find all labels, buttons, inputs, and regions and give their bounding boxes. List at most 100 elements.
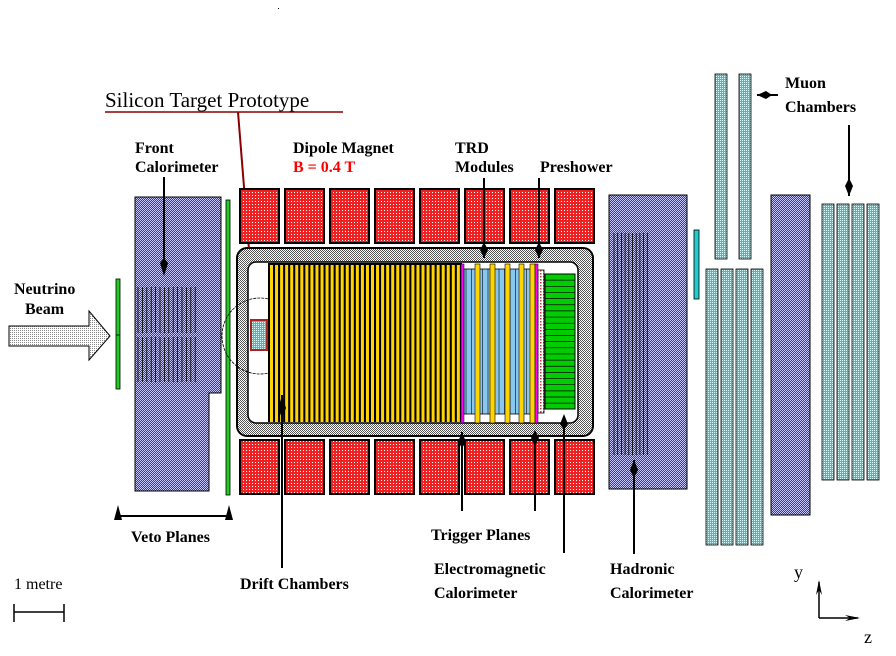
drift-chamber-plane	[330, 265, 334, 422]
drift-chamber-plane	[325, 265, 329, 422]
magnet-coil-top	[554, 188, 595, 244]
trd-modules	[465, 263, 536, 424]
drift-chamber-plane	[295, 265, 299, 422]
muon-chambers-rear	[821, 203, 880, 481]
drift-chamber-plane	[365, 265, 369, 422]
drift-chamber-plane	[406, 265, 410, 422]
drift-chamber-plane	[416, 265, 420, 422]
hadronic-calorimeter-wires	[613, 233, 648, 455]
drift-chamber-plane	[285, 265, 289, 422]
front-calorimeter-wires	[137, 287, 196, 382]
muon-iron-absorber	[770, 194, 811, 516]
trigger-plane-1	[460, 263, 465, 424]
muon-chamber-lower	[750, 268, 764, 546]
drift-chamber-plane	[275, 265, 279, 422]
label-dipole-magnet: Dipole Magnet	[293, 140, 395, 157]
drift-chamber-plane	[310, 265, 314, 422]
trd-radiator-plane	[474, 263, 481, 424]
trd-radiator-plane	[529, 263, 536, 424]
label-scale: 1 metre	[14, 576, 62, 593]
label-em-line2: Calorimeter	[434, 585, 518, 602]
magnet-coil-top	[374, 188, 415, 244]
label-front-calorimeter-line2: Calorimeter	[135, 159, 219, 176]
drift-chamber-plane	[451, 265, 455, 422]
muon-chambers-lower	[705, 268, 764, 546]
axis-y-arrowhead	[816, 580, 822, 595]
drift-chamber-plane	[456, 265, 460, 422]
drift-chamber-plane	[300, 265, 304, 422]
drift-chamber-plane	[355, 265, 359, 422]
muon-chamber-upper-1	[714, 73, 728, 260]
drift-chamber-plane	[391, 265, 395, 422]
coordinate-axes: y z	[794, 562, 872, 647]
magnet-coil-bottom	[329, 439, 370, 495]
magnet-coil-top	[329, 188, 370, 244]
muon-chamber-rear	[821, 203, 835, 481]
magnet-coil-top	[239, 188, 280, 244]
drift-chamber-plane	[376, 265, 380, 422]
label-front-calorimeter-line1: Front	[135, 140, 174, 157]
hadronic-calorimeter	[608, 194, 688, 490]
drift-chamber-plane	[431, 265, 435, 422]
drift-chamber-plane	[345, 265, 349, 422]
magnet-coil-bottom	[239, 439, 280, 495]
drift-chamber-plane	[441, 265, 445, 422]
veto-plane-rear	[225, 199, 231, 496]
trd-radiator-plane	[504, 263, 511, 424]
drift-chamber-planes	[270, 265, 460, 422]
drift-chamber-plane	[396, 265, 400, 422]
label-trd-line2: Modules	[455, 159, 514, 176]
pointer-front-calorimeter-head	[160, 258, 168, 276]
drift-chamber-plane	[335, 265, 339, 422]
trigger-plane-2	[534, 263, 539, 424]
label-trd-line1: TRD	[455, 140, 489, 157]
drift-chamber-plane	[371, 265, 374, 422]
magnet-coil-top	[284, 188, 325, 244]
muon-filter-plane	[693, 229, 700, 300]
label-neutrino-line2: Beam	[25, 301, 65, 318]
drift-chamber-plane	[360, 265, 364, 422]
drift-chamber-plane	[436, 265, 440, 422]
magnet-coil-top	[509, 188, 550, 244]
axis-z-label: z	[864, 627, 872, 647]
magnet-coil-bottom	[419, 439, 460, 495]
muon-chamber-rear	[851, 203, 865, 481]
trd-radiator-plane	[518, 263, 525, 424]
veto-plane-front	[115, 278, 121, 390]
drift-chamber-plane	[340, 265, 344, 422]
drift-chamber-plane	[315, 265, 319, 422]
label-muon-line2: Chambers	[785, 99, 856, 116]
drift-chamber-plane	[401, 265, 405, 422]
axis-z-arrowhead	[845, 615, 860, 621]
dipole-magnet-coils-bottom	[239, 439, 595, 495]
muon-chamber-upper-2	[738, 73, 752, 260]
magnet-coil-bottom	[509, 439, 550, 495]
drift-chamber-plane	[270, 265, 273, 422]
magnet-coil-bottom	[374, 439, 415, 495]
axis-y-label: y	[794, 562, 803, 582]
muon-chamber-rear	[866, 203, 880, 481]
label-hadronic-line2: Calorimeter	[610, 585, 694, 602]
label-em-line1: Electromagnetic	[434, 561, 546, 578]
muon-chamber-rear	[836, 203, 850, 481]
drift-chamber-plane	[381, 265, 385, 422]
magnet-coil-bottom	[464, 439, 505, 495]
label-preshower: Preshower	[540, 159, 613, 176]
magnet-coil-bottom	[554, 439, 595, 495]
muon-chamber-lower	[720, 268, 734, 546]
label-trigger-planes: Trigger Planes	[431, 527, 530, 544]
magnet-coil-top	[419, 188, 460, 244]
drift-chamber-plane	[411, 265, 415, 422]
drift-chamber-plane	[350, 265, 354, 422]
muon-chamber-lower	[705, 268, 719, 546]
label-muon-line1: Muon	[785, 75, 826, 92]
label-veto-planes: Veto Planes	[131, 529, 210, 546]
dipole-magnet-coils-top	[239, 188, 595, 244]
label-drift-chambers: Drift Chambers	[240, 576, 349, 593]
drift-chamber-plane	[421, 265, 425, 422]
label-magnetic-field: B = 0.4 T	[293, 159, 356, 176]
stray-dot	[278, 8, 279, 9]
drift-chamber-plane	[320, 265, 324, 422]
drift-chamber-plane	[386, 265, 390, 422]
electromagnetic-calorimeter	[544, 273, 576, 410]
